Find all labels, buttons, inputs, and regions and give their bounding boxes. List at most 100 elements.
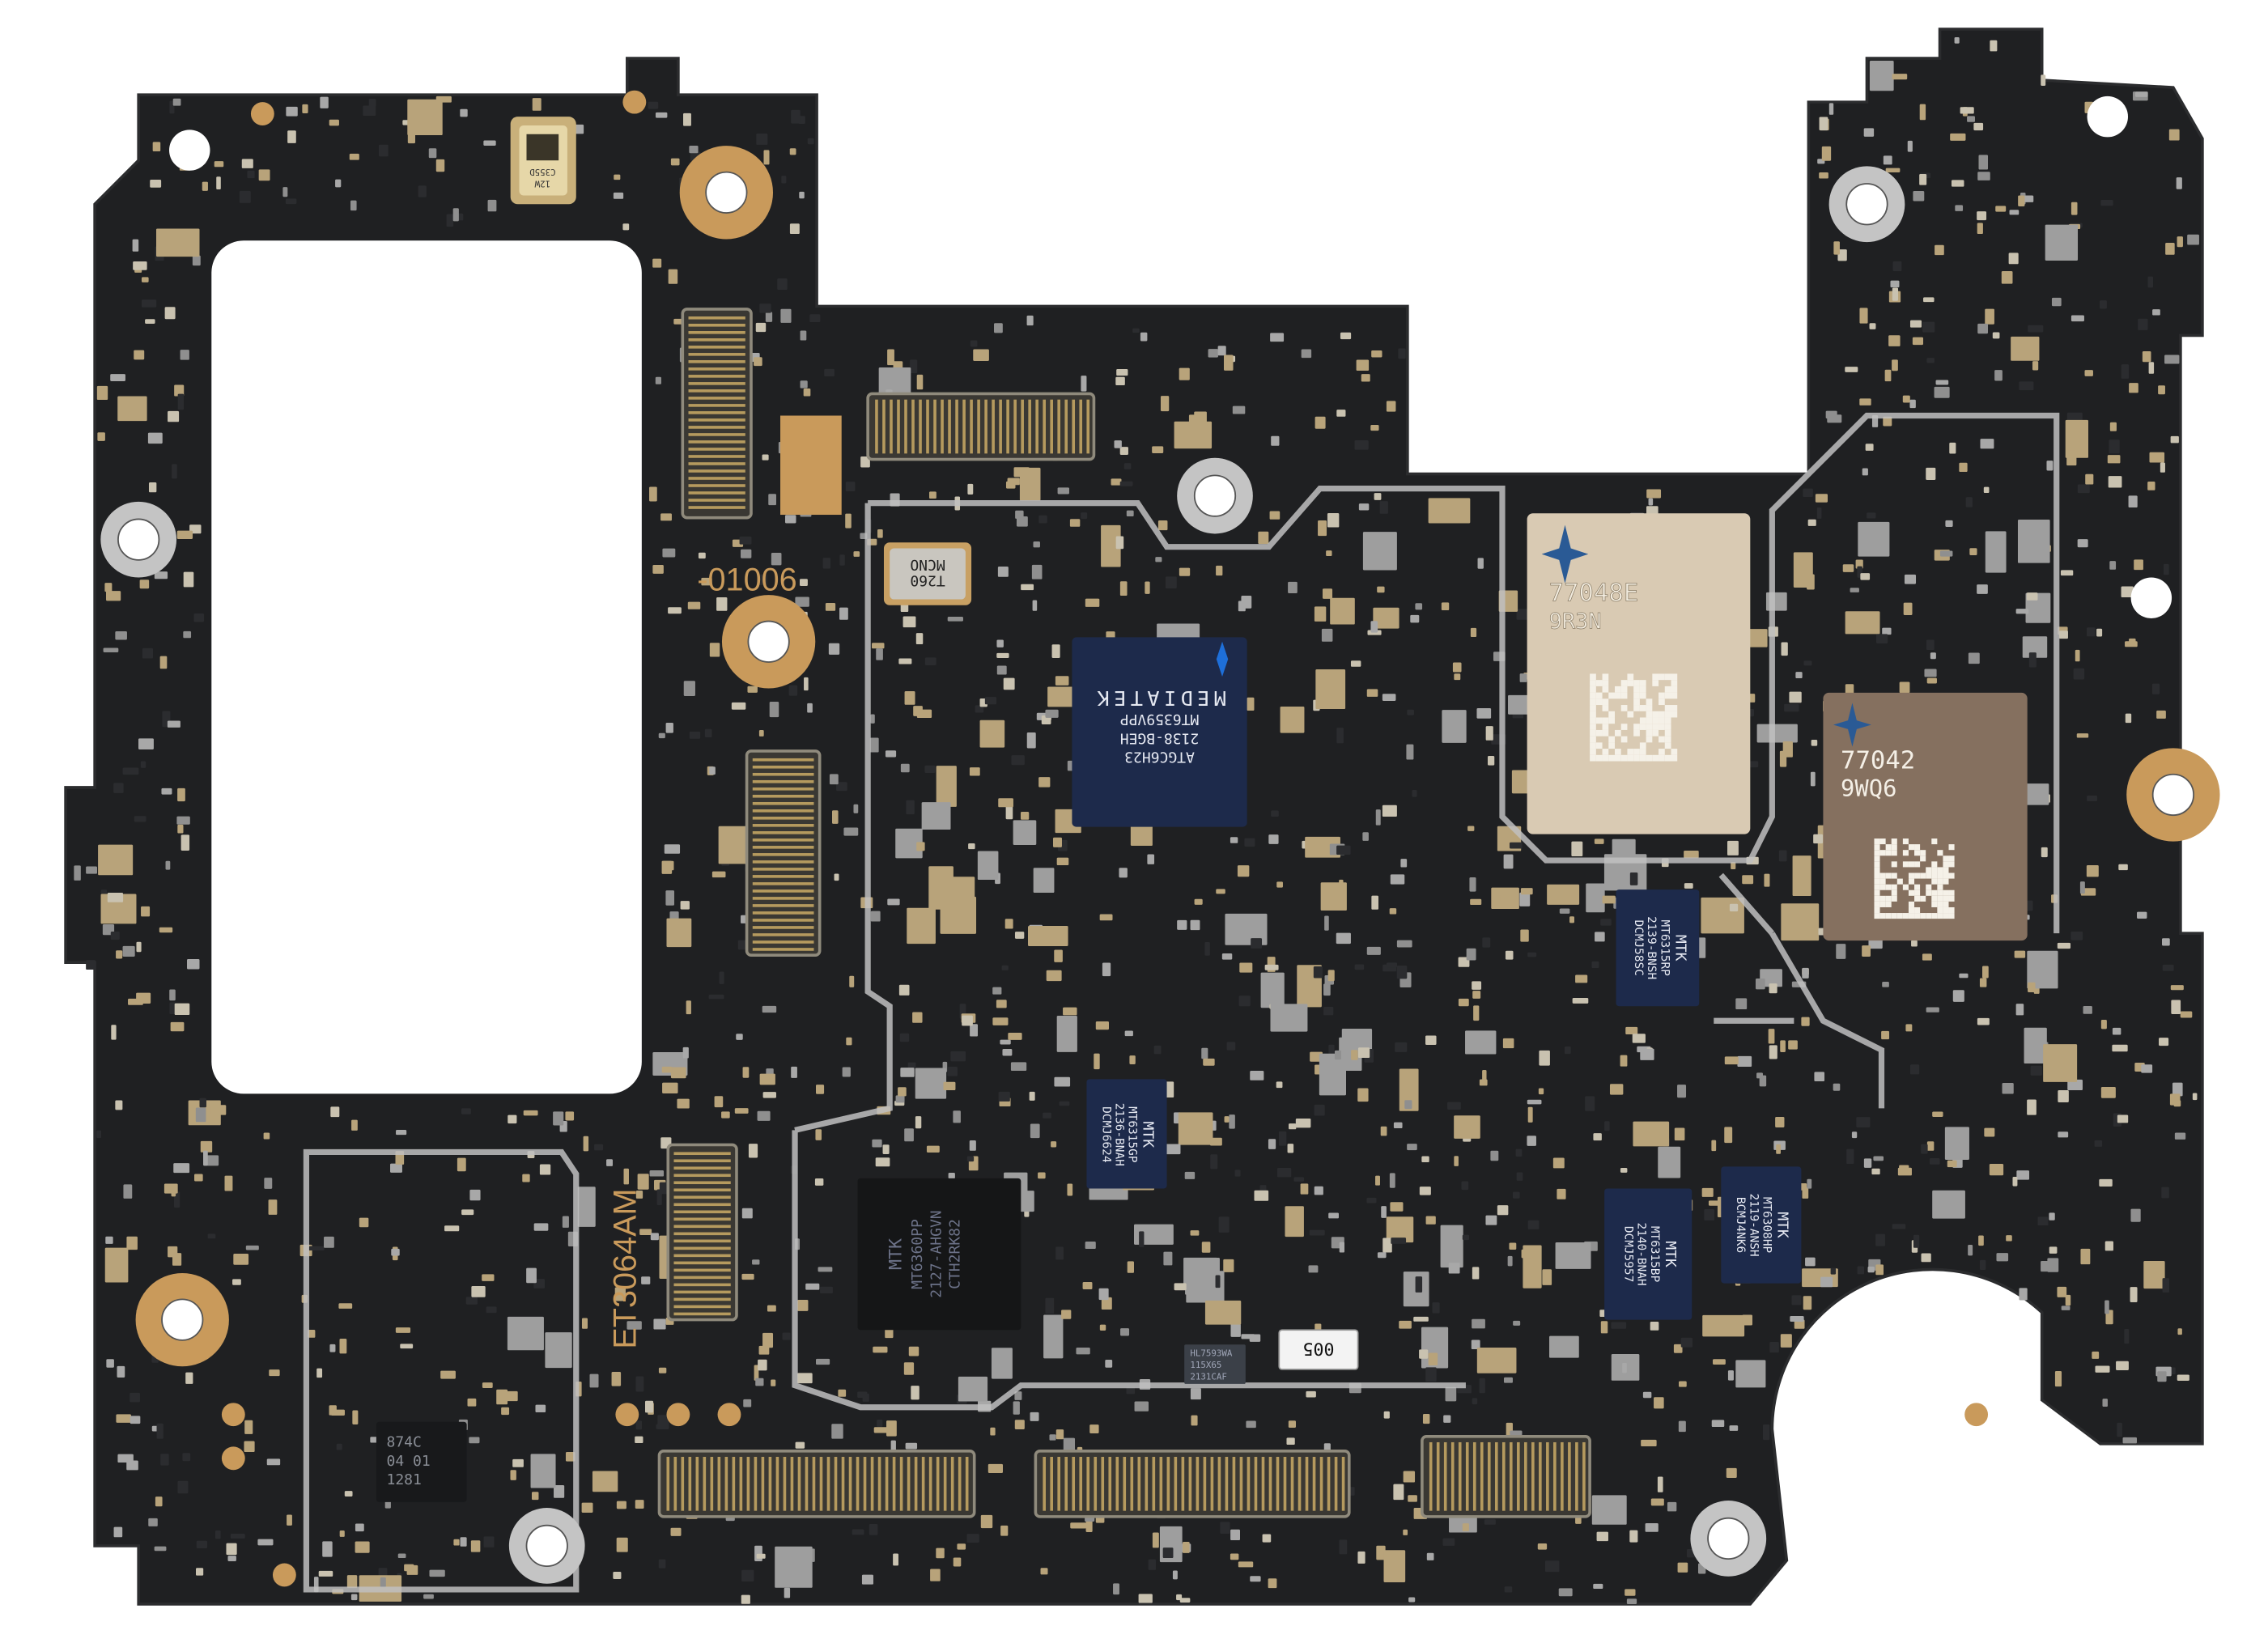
smd-component <box>1239 962 1253 973</box>
connector-pin <box>943 1456 947 1511</box>
smd-component <box>1223 1259 1234 1272</box>
datamatrix-cell <box>1659 692 1665 699</box>
smd-component <box>1711 1140 1717 1152</box>
datamatrix-cell <box>1602 749 1609 755</box>
smd-component <box>873 1427 890 1433</box>
smd-component <box>239 190 251 203</box>
smd-component <box>616 1537 628 1552</box>
smd-component <box>266 1458 281 1466</box>
datamatrix-cell <box>1627 673 1634 681</box>
smd-component <box>1911 940 1918 947</box>
connector-pin <box>1086 399 1090 454</box>
smd-component <box>1816 507 1822 519</box>
smd-component <box>904 691 915 705</box>
smd-component <box>1268 1578 1277 1589</box>
smd-component <box>185 1372 193 1384</box>
smd-component <box>169 1002 176 1014</box>
smd-component <box>1851 1131 1858 1139</box>
connector-pin <box>688 375 745 378</box>
smd-component <box>318 1570 333 1577</box>
connector-pin <box>958 1456 962 1511</box>
smd-component <box>905 1442 918 1450</box>
smd-component <box>1982 966 1989 979</box>
datamatrix-cell <box>1891 889 1897 896</box>
smd-component <box>1726 1467 1737 1478</box>
smd-component <box>1642 1391 1652 1399</box>
smd-component <box>1612 838 1636 861</box>
smd-component <box>784 1587 791 1598</box>
smd-component <box>400 1344 414 1349</box>
datamatrix-code <box>1874 838 1955 919</box>
datamatrix-cell <box>1879 838 1886 845</box>
connector-pin <box>688 360 745 363</box>
datamatrix-cell <box>1627 680 1634 686</box>
datamatrix-cell <box>1874 901 1880 907</box>
smd-component <box>622 223 630 231</box>
datamatrix-cell <box>1627 711 1634 718</box>
smd-component <box>1875 1233 1885 1246</box>
smd-component <box>1858 521 1890 557</box>
smd-component <box>2121 364 2130 379</box>
smd-component <box>789 223 800 235</box>
smd-component <box>1776 1144 1781 1154</box>
smd-component <box>767 1305 776 1312</box>
smd-component <box>1350 660 1361 667</box>
smd-component <box>2130 1208 2141 1222</box>
smd-component <box>1445 1386 1457 1402</box>
connector-pin <box>1203 1456 1207 1511</box>
smd-component <box>1238 1561 1254 1568</box>
smd-component <box>589 1373 599 1388</box>
smd-component <box>1859 398 1871 405</box>
smd-component <box>1101 1297 1112 1310</box>
smd-component <box>635 1190 643 1199</box>
smd-component <box>138 738 154 749</box>
datamatrix-cell <box>1885 850 1892 856</box>
chip-label-brand: MEDIATEK <box>1093 686 1226 710</box>
smd-component <box>698 552 706 559</box>
connector-pin <box>1137 1456 1141 1511</box>
connector-pin <box>752 809 814 813</box>
smd-component <box>2104 1241 2113 1251</box>
connector-pin <box>919 399 922 454</box>
smd-component <box>539 1164 551 1175</box>
connector-pin <box>1553 1441 1557 1511</box>
smd-component <box>1633 1121 1670 1147</box>
connector-pin <box>1487 1441 1491 1511</box>
smd-component <box>182 1453 191 1462</box>
datamatrix-cell <box>1639 686 1646 693</box>
smd-component <box>1815 494 1828 503</box>
smd-component <box>1575 1517 1582 1524</box>
smd-component <box>241 159 253 168</box>
smd-component <box>1190 1388 1201 1400</box>
connector-pin <box>724 1456 728 1511</box>
datamatrix-cell <box>1652 717 1659 724</box>
datamatrix-cell <box>1595 754 1603 762</box>
smd-component <box>2065 1294 2071 1306</box>
smd-component <box>916 842 925 851</box>
connector-pin <box>752 897 814 900</box>
smd-component <box>1140 332 1148 342</box>
smd-component <box>1014 1420 1025 1429</box>
smd-component <box>2138 318 2148 330</box>
smd-component <box>852 1529 864 1535</box>
smd-component <box>2095 1365 2110 1373</box>
smd-component <box>592 1471 618 1492</box>
smd-component <box>1376 1545 1386 1560</box>
connector-pin <box>673 1290 731 1294</box>
smd-component <box>2164 354 2180 364</box>
datamatrix-cell <box>1620 692 1628 699</box>
smd-component <box>1191 1415 1198 1426</box>
smd-component <box>1289 1123 1297 1130</box>
smd-component <box>1099 914 1113 921</box>
smd-component <box>936 1547 945 1559</box>
smd-component <box>741 1569 754 1582</box>
smd-component <box>1148 1559 1157 1570</box>
smd-component <box>1863 1158 1872 1168</box>
smd-component <box>164 1183 178 1194</box>
smd-component <box>172 464 177 479</box>
smd-component <box>718 826 754 864</box>
smd-component <box>2177 236 2183 248</box>
smd-component <box>614 174 621 180</box>
smd-component <box>581 1502 593 1513</box>
smd-component <box>141 299 157 308</box>
